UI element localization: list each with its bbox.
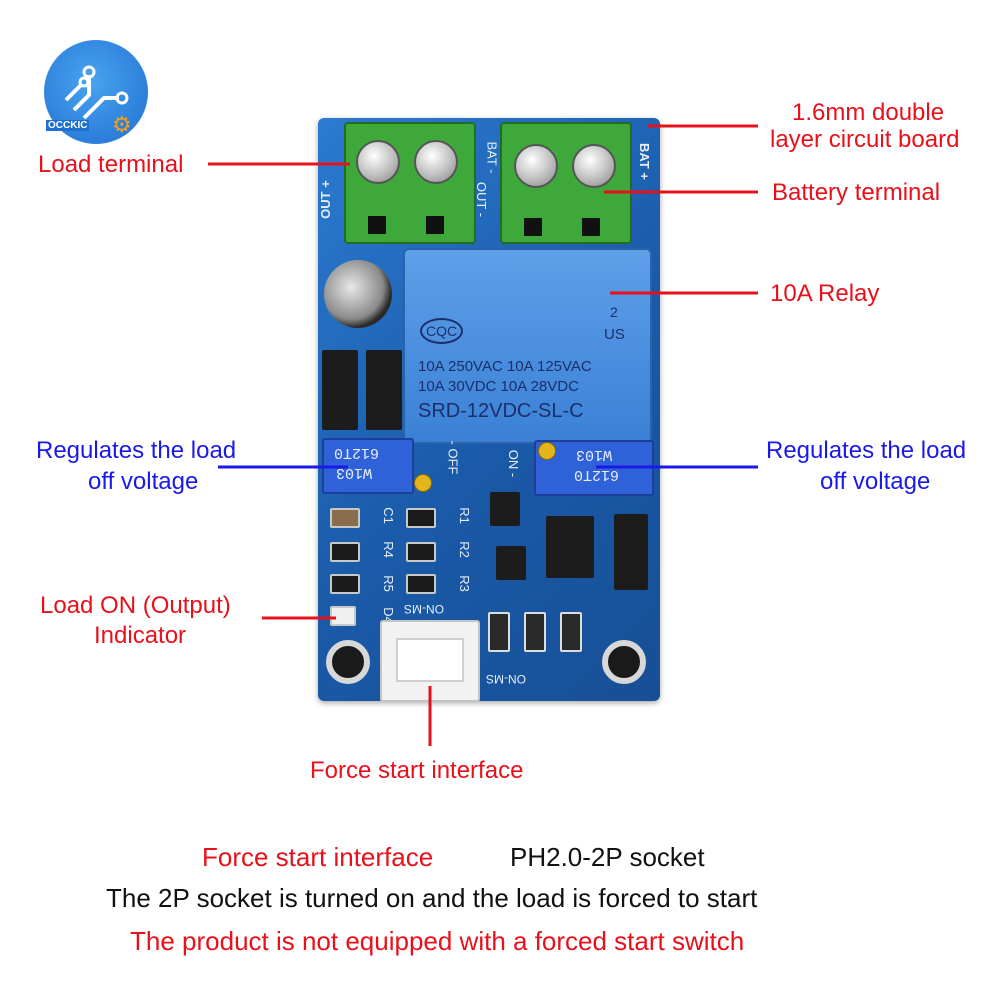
load-screw-plus — [356, 140, 400, 184]
relay-line-4: 10A 30VDC 10A 28VDC — [418, 378, 579, 395]
load-screw-minus — [414, 140, 458, 184]
brand-logo: OCCKIC ⚙ — [44, 40, 148, 144]
mounting-hole — [326, 640, 370, 684]
smd-resistor — [406, 508, 436, 528]
gear-icon: ⚙ — [112, 112, 132, 137]
transistor — [322, 350, 358, 430]
diode — [488, 612, 510, 652]
led-indicator — [330, 606, 356, 626]
logo-text: OCCKIC — [46, 120, 90, 131]
transistor — [490, 492, 520, 526]
right-pot-label-line1: Regulates the load — [766, 437, 967, 464]
battery-wire-slot — [524, 218, 542, 236]
relay-label: 10A Relay — [770, 280, 880, 307]
left-pot-label-line2: off voltage — [88, 468, 199, 495]
footer-line2: The 2P socket is turned on and the load … — [106, 883, 758, 913]
battery-wire-slot — [582, 218, 600, 236]
load-terminal-label: Load terminal — [38, 151, 184, 178]
relay-line-5: SRD-12VDC-SL-C — [418, 400, 584, 422]
right-pot-label-line2: off voltage — [820, 468, 931, 495]
relay-line-3: 10A 250VAC 10A 125VAC — [418, 358, 592, 375]
left-pot-label-line1: Regulates the load — [36, 437, 237, 464]
force-start-label: Force start interface — [310, 757, 524, 784]
circuit-logo-icon — [64, 65, 129, 120]
footer-line1-black: PH2.0-2P socket — [510, 842, 705, 872]
indicator-label-line1: Load ON (Output) — [40, 592, 231, 619]
battery-terminal-label: Battery terminal — [772, 179, 941, 206]
footer-line1-red: Force start interface — [202, 842, 434, 872]
mounting-hole — [602, 640, 646, 684]
board-desc-line2: layer circuit board — [770, 126, 960, 153]
smd-resistor — [406, 542, 436, 562]
electrolytic-capacitor — [324, 260, 392, 328]
socket-opening — [396, 638, 464, 682]
transistor — [496, 546, 526, 580]
footer-line3: The product is not equipped with a force… — [130, 926, 745, 956]
left-pot-knob — [414, 474, 432, 492]
battery-screw-plus — [572, 144, 616, 188]
board-desc-line1: 1.6mm double — [792, 99, 945, 126]
right-pot-knob — [538, 442, 556, 460]
smd-resistor — [330, 574, 360, 594]
indicator-label-line2: Indicator — [94, 622, 187, 649]
relay-line-1: 2 — [610, 304, 618, 320]
relay — [403, 248, 652, 444]
smd-resistor — [330, 542, 360, 562]
diode — [560, 612, 582, 652]
smd-capacitor — [330, 508, 360, 528]
smd-resistor — [406, 574, 436, 594]
ic-chip — [546, 516, 594, 578]
load-wire-slot — [426, 216, 444, 234]
battery-screw-minus — [514, 144, 558, 188]
relay-line-2: US — [604, 326, 625, 343]
voltage-regulator — [614, 514, 648, 590]
diode — [524, 612, 546, 652]
load-wire-slot — [368, 216, 386, 234]
transistor — [366, 350, 402, 430]
relay-cqc-mark: CQC — [420, 318, 464, 344]
